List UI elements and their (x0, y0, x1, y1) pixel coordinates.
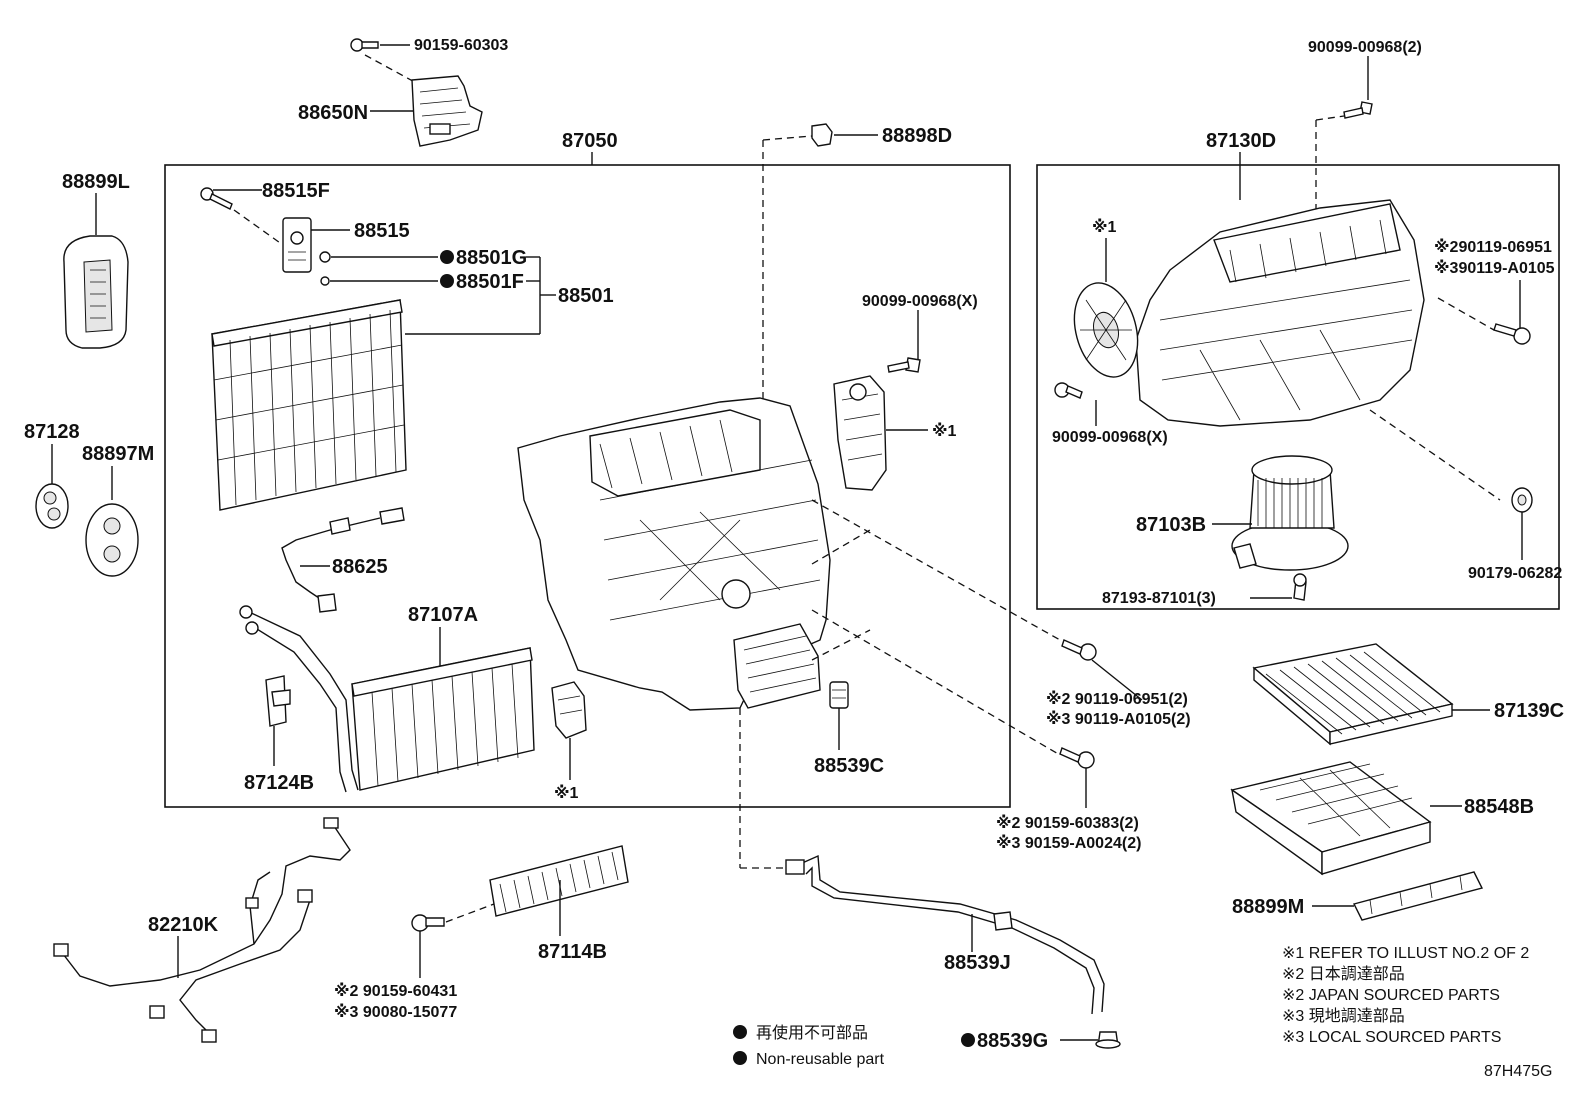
label-88897M: 88897M (82, 443, 154, 465)
label-88501: 88501 (558, 285, 614, 307)
non-reusable-dot-88539G (961, 1033, 975, 1047)
label-88539J: 88539J (944, 952, 1011, 974)
legend-dot-en (733, 1051, 747, 1065)
screw-90099-00968-servo (887, 357, 921, 373)
label-88625: 88625 (332, 556, 388, 578)
label-87128: 87128 (24, 421, 80, 443)
legend-en: Non-reusable part (756, 1051, 885, 1068)
label-88539G: 88539G (977, 1030, 1048, 1052)
legend-jp: 再使用不可部品 (756, 1024, 868, 1042)
note-5: ※3 LOCAL SOURCED PARTS (1282, 1029, 1501, 1046)
illustration-id: 87H475G (1484, 1063, 1553, 1080)
label-note1-actuator: ※1 (554, 784, 579, 802)
label-90099-00968-X-b: 90099-00968(X) (1052, 429, 1168, 446)
label-87139C: 87139C (1494, 700, 1564, 722)
non-reusable-dot-88501G (440, 250, 454, 264)
module-88650N (411, 75, 483, 147)
bolt-90159-60383 (1059, 747, 1095, 769)
screw-90099-00968-blower (1054, 382, 1083, 399)
grommet-87128 (35, 483, 69, 529)
grommet-88897M (85, 503, 139, 577)
label-90159-A0024: ※3 90159-A0024(2) (996, 834, 1141, 852)
note-3: ※2 JAPAN SOURCED PARTS (1282, 987, 1500, 1004)
label-87114B: 87114B (538, 941, 607, 963)
label-90159-60383: ※2 90159-60383(2) (996, 814, 1139, 832)
label-88501G: 88501G (456, 247, 527, 269)
non-reusable-dot-88501F (440, 274, 454, 288)
note-1: ※1 REFER TO ILLUST NO.2 OF 2 (1282, 945, 1529, 962)
clip-88898D (811, 123, 833, 147)
label-88548B: 88548B (1464, 796, 1534, 818)
screw-90099-00968-top (1343, 101, 1373, 119)
label-90159-60303: 90159-60303 (414, 37, 508, 54)
sensor-88625 (281, 507, 405, 613)
hose-88539J (785, 854, 1105, 1015)
evaporator-88501 (211, 299, 407, 511)
wire-harness-82210K (53, 817, 351, 1043)
label-88899M: 88899M (1232, 896, 1304, 918)
filter-87139C (1252, 643, 1454, 746)
o-ring-88501G (319, 251, 331, 263)
label-90119-A0105-b: ※390119-A0105 (1434, 259, 1555, 277)
unit-assembly-frame (164, 164, 1011, 808)
label-88515F: 88515F (262, 180, 330, 202)
label-87103B: 87103B (1136, 514, 1206, 536)
o-ring-88501F (320, 276, 330, 286)
label-90099-00968-2: 90099-00968(2) (1308, 39, 1422, 56)
valve-88515 (282, 217, 312, 273)
drain-cap-88539G (1095, 1031, 1121, 1049)
screw-87193-87101 (1293, 573, 1307, 601)
screw-90119-blower (1493, 323, 1531, 345)
label-90119-06951-a: ※2 90119-06951(2) (1046, 690, 1188, 708)
blower-assembly-frame (1036, 164, 1560, 610)
label-88898D: 88898D (882, 125, 952, 147)
label-90080-15077: ※3 90080-15077 (334, 1003, 457, 1021)
label-90179-06282: 90179-06282 (1468, 565, 1562, 582)
screw-88515F (200, 187, 233, 210)
label-90119-A0105-a: ※3 90119-A0105(2) (1046, 710, 1191, 728)
label-87124B: 87124B (244, 772, 314, 794)
bolt-90159-60303 (350, 38, 379, 52)
pad-88899L (63, 235, 129, 349)
label-88899L: 88899L (62, 171, 130, 193)
label-90159-60431: ※2 90159-60431 (334, 982, 457, 1000)
label-note1-blower: ※1 (1092, 218, 1117, 236)
cover-88899M (1352, 871, 1484, 921)
label-note1-servo: ※1 (932, 422, 957, 440)
clip-90179-06282 (1511, 487, 1533, 513)
label-82210K: 82210K (148, 914, 219, 936)
shroud-note1 (1073, 282, 1139, 378)
note-2: ※2 日本調達部品 (1282, 965, 1405, 983)
heater-core-87107A (239, 605, 535, 793)
drain-88539C (829, 681, 849, 709)
label-88515: 88515 (354, 220, 410, 242)
servo-motor-1 (833, 375, 887, 491)
actuator-bottom (551, 681, 587, 739)
screw-90119-06951-a (1061, 639, 1097, 661)
label-88650N: 88650N (298, 102, 368, 124)
blower-case-87130D (1135, 199, 1425, 427)
label-87130D: 87130D (1206, 130, 1276, 152)
label-88539C: 88539C (814, 755, 884, 777)
label-90099-00968-X-a: 90099-00968(X) (862, 293, 978, 310)
label-90119-06951-b: ※290119-06951 (1434, 238, 1552, 256)
bracket-87124B (265, 675, 291, 727)
filter-case-88548B (1230, 761, 1432, 876)
blower-motor-87103B (1231, 455, 1349, 571)
label-87050: 87050 (562, 130, 618, 152)
label-88501F: 88501F (456, 271, 524, 293)
bolt-90159-60431 (411, 914, 445, 932)
label-87107A: 87107A (408, 604, 478, 626)
hvac-case (517, 397, 831, 711)
label-87193-87101: 87193-87101(3) (1102, 590, 1216, 607)
cover-87114B (489, 845, 629, 917)
legend-dot-jp (733, 1025, 747, 1039)
note-4: ※3 現地調達部品 (1282, 1007, 1405, 1025)
